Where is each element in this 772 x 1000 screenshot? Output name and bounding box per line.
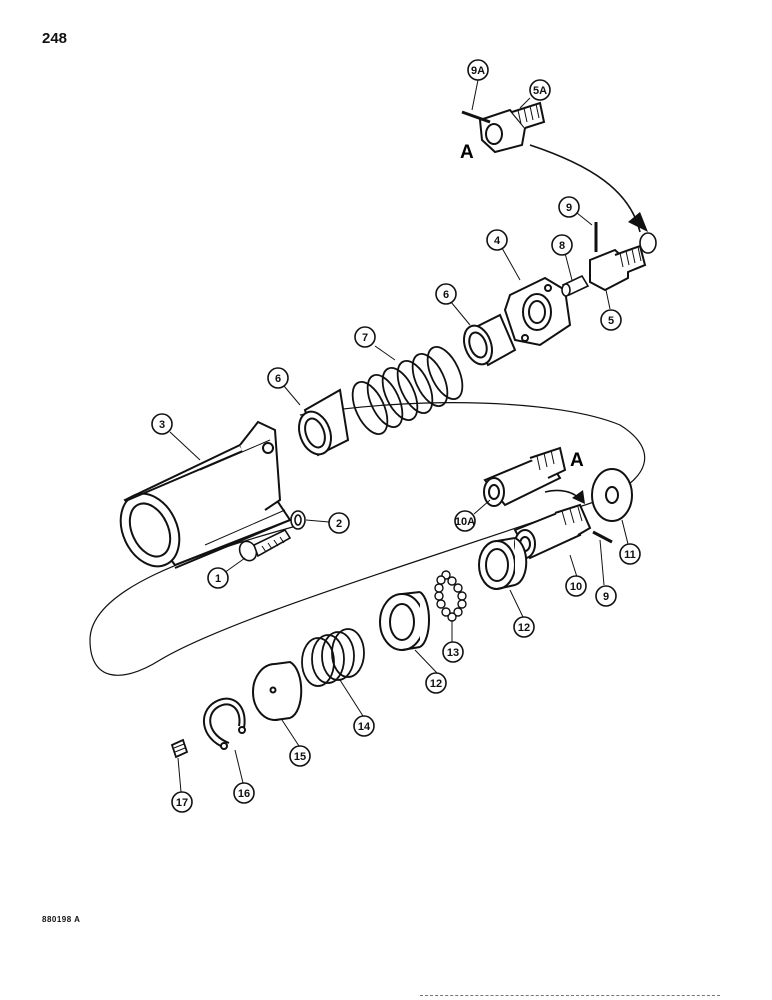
part-9-roll-pin-lower	[592, 530, 613, 544]
part-10a-valve-body	[483, 446, 567, 507]
callout-10a: 10A	[454, 510, 476, 532]
callout-15: 15	[289, 745, 311, 767]
part-6-bushing-upper	[462, 313, 517, 367]
part-17-grease-fitting	[170, 738, 189, 759]
svg-text:6: 6	[275, 373, 281, 385]
callout-12-left: 12	[425, 672, 447, 694]
callout-6-lower: 6	[267, 367, 289, 389]
svg-text:10A: 10A	[455, 516, 475, 528]
svg-text:11: 11	[624, 549, 636, 561]
callout-14: 14	[353, 715, 375, 737]
svg-text:6: 6	[443, 289, 449, 301]
svg-text:7: 7	[362, 332, 368, 344]
figure-id: 880198 A	[42, 915, 81, 924]
part-15-plug	[252, 660, 303, 721]
svg-text:15: 15	[294, 751, 306, 763]
svg-text:5A: 5A	[533, 85, 547, 97]
callout-10: 10	[565, 575, 587, 597]
part-5-fitting	[589, 244, 647, 292]
svg-text:17: 17	[176, 797, 188, 809]
o-ring	[639, 232, 657, 254]
callout-7: 7	[354, 326, 376, 348]
svg-text:5: 5	[608, 315, 614, 327]
part-5a-fitting	[478, 101, 546, 154]
callout-5: 5	[600, 309, 622, 331]
footer-rule	[420, 995, 720, 996]
part-12-race-left	[379, 591, 430, 651]
part-8-pin	[561, 274, 590, 297]
view-a-arrowhead-lower	[572, 490, 585, 504]
callout-9a: 9A	[467, 59, 489, 81]
svg-text:10: 10	[570, 581, 582, 593]
part-4-flange	[503, 276, 572, 347]
view-letter-a-lower: A	[570, 450, 584, 471]
callout-13: 13	[442, 641, 464, 663]
svg-text:2: 2	[336, 518, 342, 530]
svg-text:9A: 9A	[471, 65, 485, 77]
svg-text:1: 1	[215, 573, 221, 585]
callout-2: 2	[328, 512, 350, 534]
part-3-housing-tube	[119, 420, 292, 569]
svg-text:9: 9	[566, 202, 572, 214]
part-7-spring	[351, 346, 464, 435]
callout-4: 4	[486, 229, 508, 251]
callout-16: 16	[233, 782, 255, 804]
assembly-loop-line	[89, 402, 646, 676]
svg-text:12: 12	[518, 622, 530, 634]
svg-text:3: 3	[159, 419, 165, 431]
callout-8: 8	[551, 234, 573, 256]
leader-lines	[169, 79, 629, 793]
callout-5a: 5A	[529, 79, 551, 101]
part-1-cap-screw	[238, 528, 292, 562]
callout-11: 11	[619, 543, 641, 565]
page-number: 248	[42, 30, 68, 47]
part-12-race-right	[478, 537, 528, 590]
callout-12-right: 12	[513, 616, 535, 638]
callout-3: 3	[151, 413, 173, 435]
part-16-snap-ring	[202, 697, 246, 750]
svg-text:12: 12	[430, 678, 442, 690]
callout-1: 1	[207, 567, 229, 589]
svg-text:4: 4	[494, 235, 501, 247]
part-11-washer	[591, 468, 633, 522]
svg-text:14: 14	[358, 721, 371, 733]
part-13-ball-ring	[434, 570, 467, 622]
svg-text:8: 8	[559, 240, 565, 252]
part-10-valve-seat	[513, 503, 592, 560]
svg-text:16: 16	[238, 788, 250, 800]
svg-text:13: 13	[447, 647, 459, 659]
part-6-bushing-left	[298, 388, 350, 457]
part-9a-roll-pin	[461, 110, 491, 124]
callout-9-lower: 9	[595, 585, 617, 607]
callout-6-upper: 6	[435, 283, 457, 305]
view-a-arrowhead-upper	[628, 212, 648, 232]
svg-text:9: 9	[603, 591, 609, 603]
part-14-spring	[301, 628, 365, 687]
part-2-washer	[290, 510, 306, 530]
callout-17: 17	[171, 791, 193, 813]
callout-9-upper: 9	[558, 196, 580, 218]
view-letter-a-upper: A	[460, 142, 474, 163]
